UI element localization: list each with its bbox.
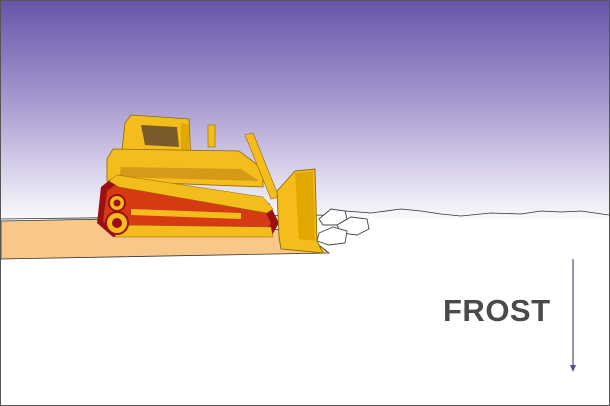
frost-label: FROST bbox=[443, 293, 551, 329]
